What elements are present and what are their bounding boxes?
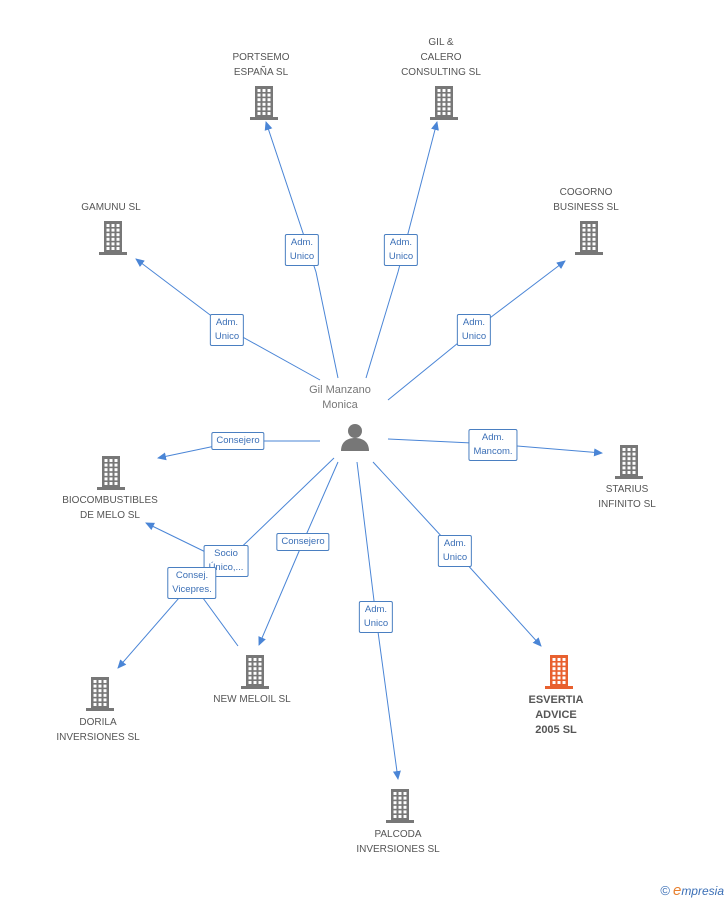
center-name-line: Gil Manzano (309, 384, 371, 396)
role-label-new-meloil[interactable]: Consejero (276, 533, 330, 551)
building-icon (250, 86, 278, 120)
role-label-line: Consej. (175, 570, 209, 581)
role-label-line: Unico (461, 331, 487, 342)
company-label-line: CALERO (420, 52, 462, 63)
building-icon (386, 789, 414, 823)
company-node-cogorno[interactable] (573, 221, 605, 260)
role-label-line: Unico (214, 331, 240, 342)
building-icon (545, 655, 573, 689)
company-label-dorila[interactable]: DORILA INVERSIONES SL (56, 715, 139, 745)
company-label-line: STARIUS (605, 484, 649, 495)
company-label-line: PORTSEMO (232, 52, 290, 63)
role-label-gamunu[interactable]: Adm. Unico (209, 314, 245, 346)
role-label-palcoda[interactable]: Adm. Unico (358, 601, 394, 633)
role-label-line: Socio (214, 548, 238, 559)
role-label-starius[interactable]: Adm. Mancom. (468, 429, 518, 461)
role-label-line: Mancom. (473, 446, 513, 457)
company-label-line: BUSINESS SL (553, 202, 619, 213)
role-label-esvertia[interactable]: Adm. Unico (437, 535, 473, 567)
company-label-line: INVERSIONES SL (56, 732, 140, 743)
edge-new-meloil (258, 461, 339, 646)
role-label-cogorno[interactable]: Adm. Unico (456, 314, 492, 346)
building-icon (430, 86, 458, 120)
company-label-biocombustibles[interactable]: BIOCOMBUSTIBLES DE MELO SL (62, 493, 158, 523)
company-node-gamunu[interactable] (97, 221, 129, 260)
company-label-line: INFINITO SL (598, 499, 656, 510)
role-label-dorila[interactable]: Consej. Vicepres. (167, 567, 217, 599)
company-label-line: GAMUNU SL (81, 202, 141, 213)
role-label-line: Consejero (216, 435, 260, 446)
company-node-dorila[interactable] (84, 677, 116, 716)
role-label-line: Adm. (443, 538, 467, 549)
brand-initial: e (672, 882, 682, 899)
company-label-line: DORILA (79, 717, 117, 728)
company-node-biocombustibles[interactable] (95, 456, 127, 495)
role-label-gil-calero[interactable]: Adm. Unico (383, 234, 419, 266)
role-label-line: Único,... (208, 562, 244, 573)
company-label-line: INVERSIONES SL (356, 844, 440, 855)
role-label-line: Adm. (462, 317, 486, 328)
company-label-line: ESPAÑA SL (233, 67, 289, 78)
company-node-new-meloil[interactable] (239, 655, 271, 694)
building-icon (97, 456, 125, 490)
company-label-palcoda[interactable]: PALCODA INVERSIONES SL (356, 827, 439, 857)
company-label-line: 2005 SL (535, 724, 577, 736)
company-label-line: BIOCOMBUSTIBLES (62, 495, 158, 506)
copyright-symbol: © (660, 883, 670, 898)
company-label-starius[interactable]: STARIUS INFINITO SL (598, 482, 656, 512)
role-label-line: Unico (388, 251, 414, 262)
company-node-starius[interactable] (613, 445, 645, 484)
company-label-line: ESVERTIA (528, 694, 584, 706)
role-label-line: Vicepres. (172, 584, 212, 595)
edge-gil-calero (365, 121, 439, 379)
center-name-line: Monica (322, 399, 358, 411)
role-label-line: Adm. (290, 237, 314, 248)
person-icon (341, 424, 369, 451)
company-label-line: NEW MELOIL SL (213, 694, 291, 705)
role-label-line: Adm. (389, 237, 413, 248)
role-label-line: Adm. (481, 432, 505, 443)
building-icon (99, 221, 127, 255)
role-label-portsemo[interactable]: Adm. Unico (284, 234, 320, 266)
company-label-gamunu[interactable]: GAMUNU SL (81, 200, 140, 215)
role-label-biocombustibles[interactable]: Consejero (211, 432, 265, 450)
company-label-line: COGORNO (559, 187, 613, 198)
role-label-line: Unico (289, 251, 315, 262)
company-label-new-meloil[interactable]: NEW MELOIL SL (213, 692, 290, 707)
building-icon (86, 677, 114, 711)
company-label-line: GIL & (428, 37, 454, 48)
building-icon (575, 221, 603, 255)
company-label-cogorno[interactable]: COGORNO BUSINESS SL (553, 185, 619, 215)
company-node-esvertia[interactable] (543, 655, 575, 694)
building-icon (241, 655, 269, 689)
company-node-gil-calero[interactable] (428, 86, 460, 125)
company-label-esvertia[interactable]: ESVERTIA ADVICE 2005 SL (528, 693, 583, 738)
brand-name: mpresia (681, 884, 724, 898)
company-node-portsemo[interactable] (248, 86, 280, 125)
role-label-line: Unico (363, 618, 389, 629)
edge-portsemo (264, 121, 339, 379)
footer-brand: ©empresia (660, 882, 724, 899)
company-node-palcoda[interactable] (384, 789, 416, 828)
role-label-line: Adm. (215, 317, 239, 328)
company-label-line: CONSULTING SL (401, 67, 481, 78)
company-label-line: DE MELO SL (79, 510, 141, 521)
brand-logo: empresia (672, 882, 724, 899)
company-label-gil-calero[interactable]: GIL & CALERO CONSULTING SL (401, 35, 481, 80)
center-person[interactable] (340, 423, 370, 456)
building-icon (615, 445, 643, 479)
company-label-line: ADVICE (535, 709, 577, 721)
role-label-line: Unico (442, 552, 468, 563)
company-label-line: PALCODA (374, 829, 422, 840)
company-label-portsemo[interactable]: PORTSEMO ESPAÑA SL (232, 50, 289, 80)
role-label-line: Consejero (281, 536, 325, 547)
role-label-line: Adm. (364, 604, 388, 615)
